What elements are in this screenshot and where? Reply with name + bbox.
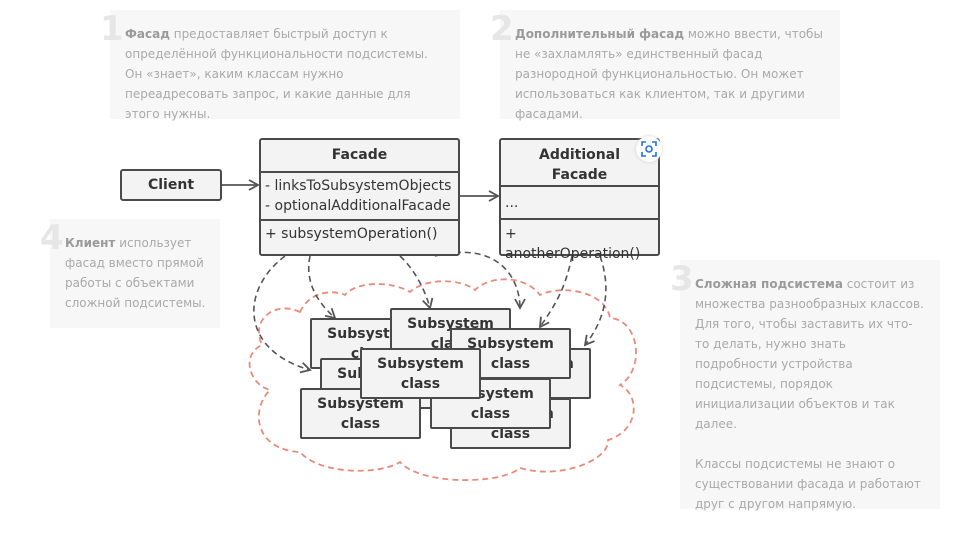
facade-field: - linksToSubsystemObjects <box>265 178 452 194</box>
subsystem-label: Subsystem <box>467 336 554 352</box>
additional-facade-class: Additional Facade ... + anotherOperation… <box>499 138 660 262</box>
facade-fields: - linksToSubsystemObjects - optionalAddi… <box>261 171 458 219</box>
additional-facade-title-line: Additional <box>539 147 620 163</box>
note-bold-term: Фасад <box>125 27 170 41</box>
facade-to-subsystem-arrow <box>399 255 434 310</box>
subsystem-label: Subsystem <box>317 396 404 412</box>
note-number: 3 <box>670 259 694 299</box>
subsystem-label: class <box>340 416 381 432</box>
note-number: 1 <box>100 9 124 49</box>
note-text: использует фасад вместо прямой работы с … <box>65 236 206 310</box>
note-facade: 1 Фасад предоставляет быстрый доступ к о… <box>100 10 460 121</box>
note-text: предоставляет быстрый доступ к определён… <box>125 27 428 121</box>
client-class: Client <box>120 169 222 201</box>
note-client: 4 Клиент использует фасад вместо прямой … <box>40 219 220 328</box>
subsystem-label: class <box>470 406 511 422</box>
facade-methods: + subsystemOperation() <box>261 219 458 244</box>
facade-field: - optionalAdditionalFacade <box>265 198 451 214</box>
screenshot-icon-glyph <box>641 141 657 157</box>
subsystem-label: class <box>490 426 531 442</box>
additional-to-subsystem-arrow <box>538 255 573 329</box>
facade-to-subsystem-arrow <box>308 255 337 320</box>
subsystem-cloud <box>248 278 637 481</box>
facade-method: + subsystemOperation() <box>265 226 438 242</box>
additional-to-subsystem-arrow <box>583 255 607 347</box>
subsystem-label: class <box>490 356 531 372</box>
facade-to-subsystem-arrow <box>253 255 312 374</box>
client-title: Client <box>147 177 195 193</box>
additional-facade-fields: ... <box>501 185 658 218</box>
additional-facade-title: Additional Facade <box>501 140 658 185</box>
additional-facade-field: ... <box>505 195 519 211</box>
screenshot-icon[interactable] <box>636 136 662 162</box>
note-bold-term: Клиент <box>65 236 116 250</box>
note-bold-term: Дополнительный фасад <box>515 27 685 41</box>
subsystem-class: Subsystem class <box>360 348 481 399</box>
additional-facade-method: + anotherOperation() <box>505 226 641 262</box>
additional-facade-title-line: Facade <box>551 167 608 183</box>
note-number: 4 <box>40 218 64 258</box>
note-number: 2 <box>490 9 514 49</box>
facade-title: Facade <box>331 147 388 163</box>
note-text: Классы подсистемы не знают о существован… <box>695 457 921 511</box>
subsystem-label: class <box>400 376 441 392</box>
facade-class: Facade - linksToSubsystemObjects - optio… <box>259 138 460 256</box>
note-additional-facade: 2 Дополнительный фасад можно ввести, что… <box>490 10 840 121</box>
subsystem-label: Subsystem <box>377 356 464 372</box>
note-bold-term: Сложная подсистема <box>695 277 843 291</box>
additional-facade-methods: + anotherOperation() <box>501 218 658 264</box>
note-text: можно ввести, чтобы не «захламлять» един… <box>515 27 823 121</box>
note-subsystem: 3 Сложная подсистема состоит из множеств… <box>670 260 940 511</box>
note-text: состоит из множества разнообразных класс… <box>695 277 924 431</box>
